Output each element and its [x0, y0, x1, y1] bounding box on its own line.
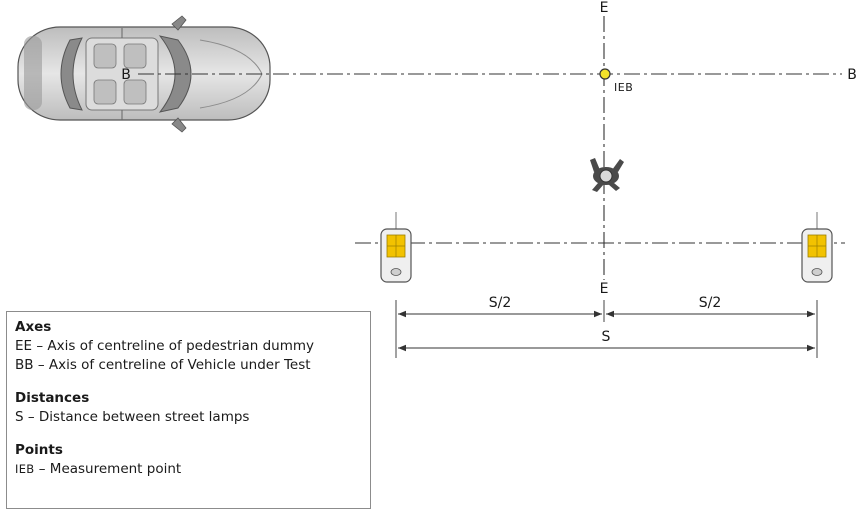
legend-points-ieb-symbol: IEB: [15, 462, 35, 476]
measurement-point: [599, 68, 611, 80]
full-distance-label: S: [602, 329, 611, 345]
legend-points-heading: Points: [15, 442, 63, 458]
legend-axes-ee: EE – Axis of centreline of pedestrian du…: [15, 338, 315, 354]
legend-distances-heading: Distances: [15, 390, 90, 406]
street-lamp-left-icon: [380, 212, 412, 283]
half-distance-right-label: S/2: [699, 295, 722, 311]
half-distance-left-label: S/2: [489, 295, 512, 311]
legend-axes-bb: BB – Axis of centreline of Vehicle under…: [15, 357, 311, 373]
legend-box: Axes EE – Axis of centreline of pedestri…: [6, 311, 371, 509]
pedestrian-dummy-icon: [590, 158, 624, 192]
legend-distances-s: S – Distance between street lamps: [15, 409, 250, 425]
axis-e-bottom-label: E: [600, 281, 609, 297]
legend-points-ieb: IEB – Measurement point: [15, 460, 362, 479]
axis-b-right-label: B: [847, 67, 857, 83]
legend-axes-heading: Axes: [15, 319, 52, 335]
street-lamp-right-icon: [801, 212, 833, 283]
measurement-point-label: IEB: [614, 81, 633, 94]
legend-points-ieb-text: – Measurement point: [38, 461, 182, 477]
axis-e-top-label: E: [600, 0, 609, 16]
axis-b-left-label: B: [121, 67, 131, 83]
